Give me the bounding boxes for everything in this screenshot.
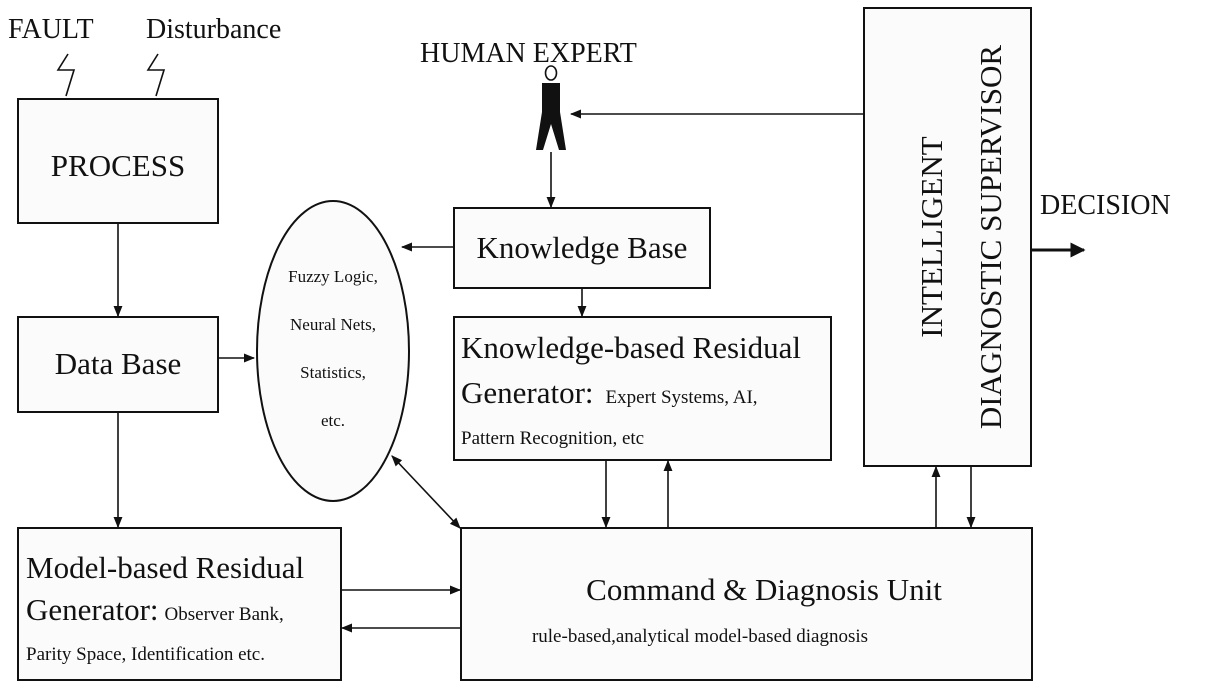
knowledge-residual-line-2: Generator: Expert Systems, AI, xyxy=(461,375,758,410)
model-residual-line-2: Generator: Observer Bank, xyxy=(26,592,284,627)
fault-bolt-icon xyxy=(56,53,76,97)
model-residual-title: Model-based Residual xyxy=(26,550,304,585)
command-diagnosis-box xyxy=(460,527,1033,681)
disturbance-bolt-icon xyxy=(146,53,166,97)
supervisor-line-2: DIAGNOSTIC SUPERVISOR xyxy=(973,45,1008,430)
methods-line-1: Fuzzy Logic, xyxy=(288,267,378,286)
command-unit-title: Command & Diagnosis Unit xyxy=(586,572,942,607)
methods-line-2: Neural Nets, xyxy=(290,315,376,334)
human-figure-icon xyxy=(536,65,566,150)
model-residual-line-3: Parity Space, Identification etc. xyxy=(26,644,265,665)
fault-label: FAULT xyxy=(8,14,94,45)
command-unit-subtitle: rule-based,analytical model-based diagno… xyxy=(532,626,868,647)
methods-line-4: etc. xyxy=(321,411,345,430)
data-base-label: Data Base xyxy=(55,346,182,381)
human-expert-label: HUMAN EXPERT xyxy=(420,38,637,69)
knowledge-base-label: Knowledge Base xyxy=(477,230,688,265)
knowledge-base-box xyxy=(453,207,711,289)
disturbance-label: Disturbance xyxy=(146,14,281,45)
methods-ellipse xyxy=(256,200,410,502)
knowledge-residual-title: Knowledge-based Residual xyxy=(461,330,801,365)
model-residual-detail: Observer Bank, xyxy=(165,604,284,625)
knowledge-residual-line-3: Pattern Recognition, etc xyxy=(461,428,644,449)
decision-label: DECISION xyxy=(1040,190,1171,221)
knowledge-residual-generator: Generator: xyxy=(461,375,594,410)
knowledge-residual-box xyxy=(453,316,832,461)
process-label: PROCESS xyxy=(51,148,185,183)
arrow-methods-command xyxy=(391,455,461,529)
knowledge-residual-detail: Expert Systems, AI, xyxy=(606,387,758,408)
model-residual-generator: Generator: xyxy=(26,592,159,627)
methods-line-3: Statistics, xyxy=(300,363,366,382)
model-residual-box xyxy=(17,527,342,681)
supervisor-line-1: INTELLIGENT xyxy=(914,136,949,337)
process-box xyxy=(17,98,219,224)
data-base-box xyxy=(17,316,219,413)
supervisor-box xyxy=(863,7,1032,467)
